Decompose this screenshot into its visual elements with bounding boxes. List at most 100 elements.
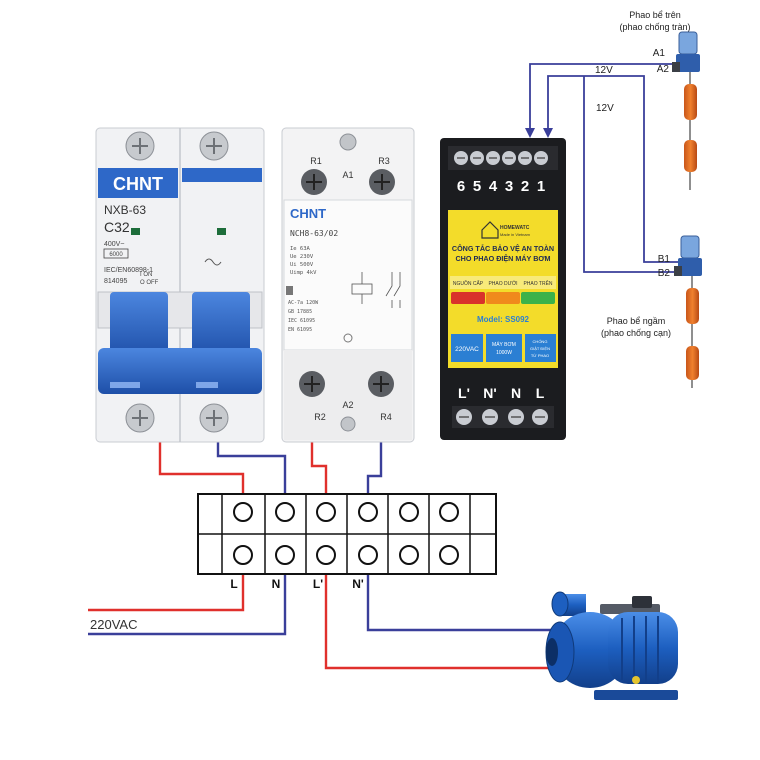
wire-float-a1 (547, 75, 686, 263)
controller-brand: HOMEWATC (500, 225, 530, 231)
breaker-serial: 814095 (104, 278, 127, 285)
terminal-label-n: N (272, 577, 281, 591)
terminal-label-l-prime: L' (313, 577, 323, 591)
box-protect-line2: GIẬT ĐIỆN (530, 346, 550, 351)
contactor-terminal-r1: R1 (310, 156, 322, 166)
label-a2: A2 (657, 64, 670, 75)
terminal-screw-icon (439, 545, 459, 565)
wire-breaker-neutral (216, 440, 287, 500)
status-led-orange (486, 292, 520, 304)
breaker-standard: IEC/EN60898-1 (104, 267, 153, 274)
contactor-brand: CHNT (290, 206, 326, 221)
status-led-green (521, 292, 555, 304)
supply-label: 220VAC (90, 617, 137, 632)
contactor-std-1: AC-7a 120W (288, 300, 319, 306)
wire-float-b2 (583, 76, 686, 273)
contactor-spec-1: Ie 63A (290, 246, 311, 252)
top-float-title: Phao bể trên (629, 10, 681, 20)
terminal-screw-icon (399, 502, 419, 522)
breaker-handle-left[interactable] (110, 292, 168, 358)
terminal-screw-icon (439, 502, 459, 522)
terminal-screw-icon (275, 502, 295, 522)
contactor-spec-4: Uimp 4kV (290, 270, 317, 276)
controller-top-screws (454, 151, 548, 165)
arrow-terminal-1 (543, 128, 553, 138)
contactor-std-4: EN 61095 (288, 327, 312, 333)
wire-pump-live (324, 575, 560, 670)
bottom-float-title: Phao bể ngầm (607, 316, 666, 326)
terminal-screw-icon (275, 545, 295, 565)
house-logo-icon (481, 221, 499, 239)
terminal-label-l: L (230, 577, 237, 591)
contactor-spec-2: Ue 230V (290, 254, 314, 260)
bottom-float-icon (674, 235, 702, 388)
terminal-label-n-prime: N' (352, 577, 364, 591)
float-controller: 6 5 4 3 2 1 HOMEWATC Made in Vietnam CÔN… (440, 138, 566, 440)
top-float-subtitle: (phao chống tràn) (619, 22, 690, 32)
controller-terminal-n: N (511, 385, 521, 401)
label-b1: B1 (658, 254, 671, 265)
controller-terminal-n-prime: N' (483, 385, 496, 401)
box-protect-line3: TỪ PHAO (531, 353, 549, 358)
status-led-red (451, 292, 485, 304)
bottom-float-subtitle: (phao chống cạn) (601, 328, 671, 338)
controller-terminal-2: 2 (521, 178, 529, 195)
terminal-screw-icon (316, 502, 336, 522)
controller-terminal-6: 6 (457, 178, 465, 195)
controller-title-line2: CHO PHAO ĐIỆN MÁY BƠM (455, 254, 550, 263)
breaker-on-label: I ON (140, 272, 152, 278)
wire-float-a2 (529, 63, 686, 132)
terminal-screw-icon (316, 545, 336, 565)
voltage-a: 12V (595, 65, 613, 76)
box-voltage: 220VAC (455, 346, 479, 353)
status-label-lower-float: PHAO DƯỚI (488, 280, 517, 287)
controller-terminal-4: 4 (489, 178, 498, 195)
terminal-screw-icon (233, 502, 253, 522)
terminal-screw-icon (358, 502, 378, 522)
controller-model: Model: SS092 (477, 315, 530, 324)
status-label-power: NGUỒN CẤP (453, 280, 484, 287)
contactor-model: NCH8-63/02 (290, 229, 338, 238)
arrow-terminal-2 (525, 128, 535, 138)
float-switches: Phao bể trên (phao chống tràn) A1 A2 12V… (595, 10, 702, 388)
breaker-voltage: 400V~ (104, 241, 124, 248)
contactor-terminal-r3: R3 (378, 156, 390, 166)
wire-supply-neutral (88, 575, 287, 636)
controller-terminal-l-prime: L' (458, 385, 470, 401)
controller-title-line1: CÔNG TẮC BẢO VỆ AN TOÀN (452, 244, 554, 253)
terminal-block: L N L' N' (197, 493, 497, 591)
box-pump-line2: 1000W (496, 350, 512, 356)
contactor-terminal-a2: A2 (342, 400, 353, 410)
status-label-upper-float: PHAO TRÊN (523, 279, 552, 287)
controller-terminal-l: L (536, 385, 545, 401)
circuit-breaker: CHNT NXB-63 C32 400V~ 6000 IEC/EN60898-1… (95, 127, 265, 443)
terminal-screw-icon (358, 545, 378, 565)
terminal-screw-icon (233, 545, 253, 565)
wire-supply-live (88, 575, 245, 612)
controller-terminal-3: 3 (505, 178, 513, 195)
controller-made-in: Made in Vietnam (500, 232, 531, 237)
contactor-terminal-r4: R4 (380, 412, 392, 422)
box-pump-line1: MÁY BƠM (492, 341, 516, 348)
breaker-code: 6000 (109, 252, 123, 258)
contactor-std-2: GB 17885 (288, 309, 312, 315)
water-pump-icon (545, 591, 678, 700)
contactor-std-3: IEC 61095 (288, 318, 315, 324)
breaker-rating: C32 (104, 219, 130, 235)
label-a1: A1 (653, 48, 666, 59)
contactor-spec-3: Ui 500V (290, 262, 314, 268)
controller-terminal-1: 1 (537, 178, 545, 195)
controller-terminal-5: 5 (473, 178, 481, 195)
breaker-model: NXB-63 (104, 203, 146, 217)
voltage-b: 12V (596, 103, 614, 114)
contactor-terminal-r2: R2 (314, 412, 326, 422)
box-protect-line1: CHỐNG (533, 339, 548, 344)
wire-breaker-live (158, 440, 245, 500)
breaker-off-label: O OFF (140, 280, 159, 286)
contactor-terminal-a1: A1 (342, 170, 353, 180)
breaker-handle-right[interactable] (192, 292, 250, 358)
label-b2: B2 (658, 268, 671, 279)
top-float-icon (672, 31, 700, 190)
breaker-brand: CHNT (113, 174, 163, 194)
terminal-screw-icon (399, 545, 419, 565)
